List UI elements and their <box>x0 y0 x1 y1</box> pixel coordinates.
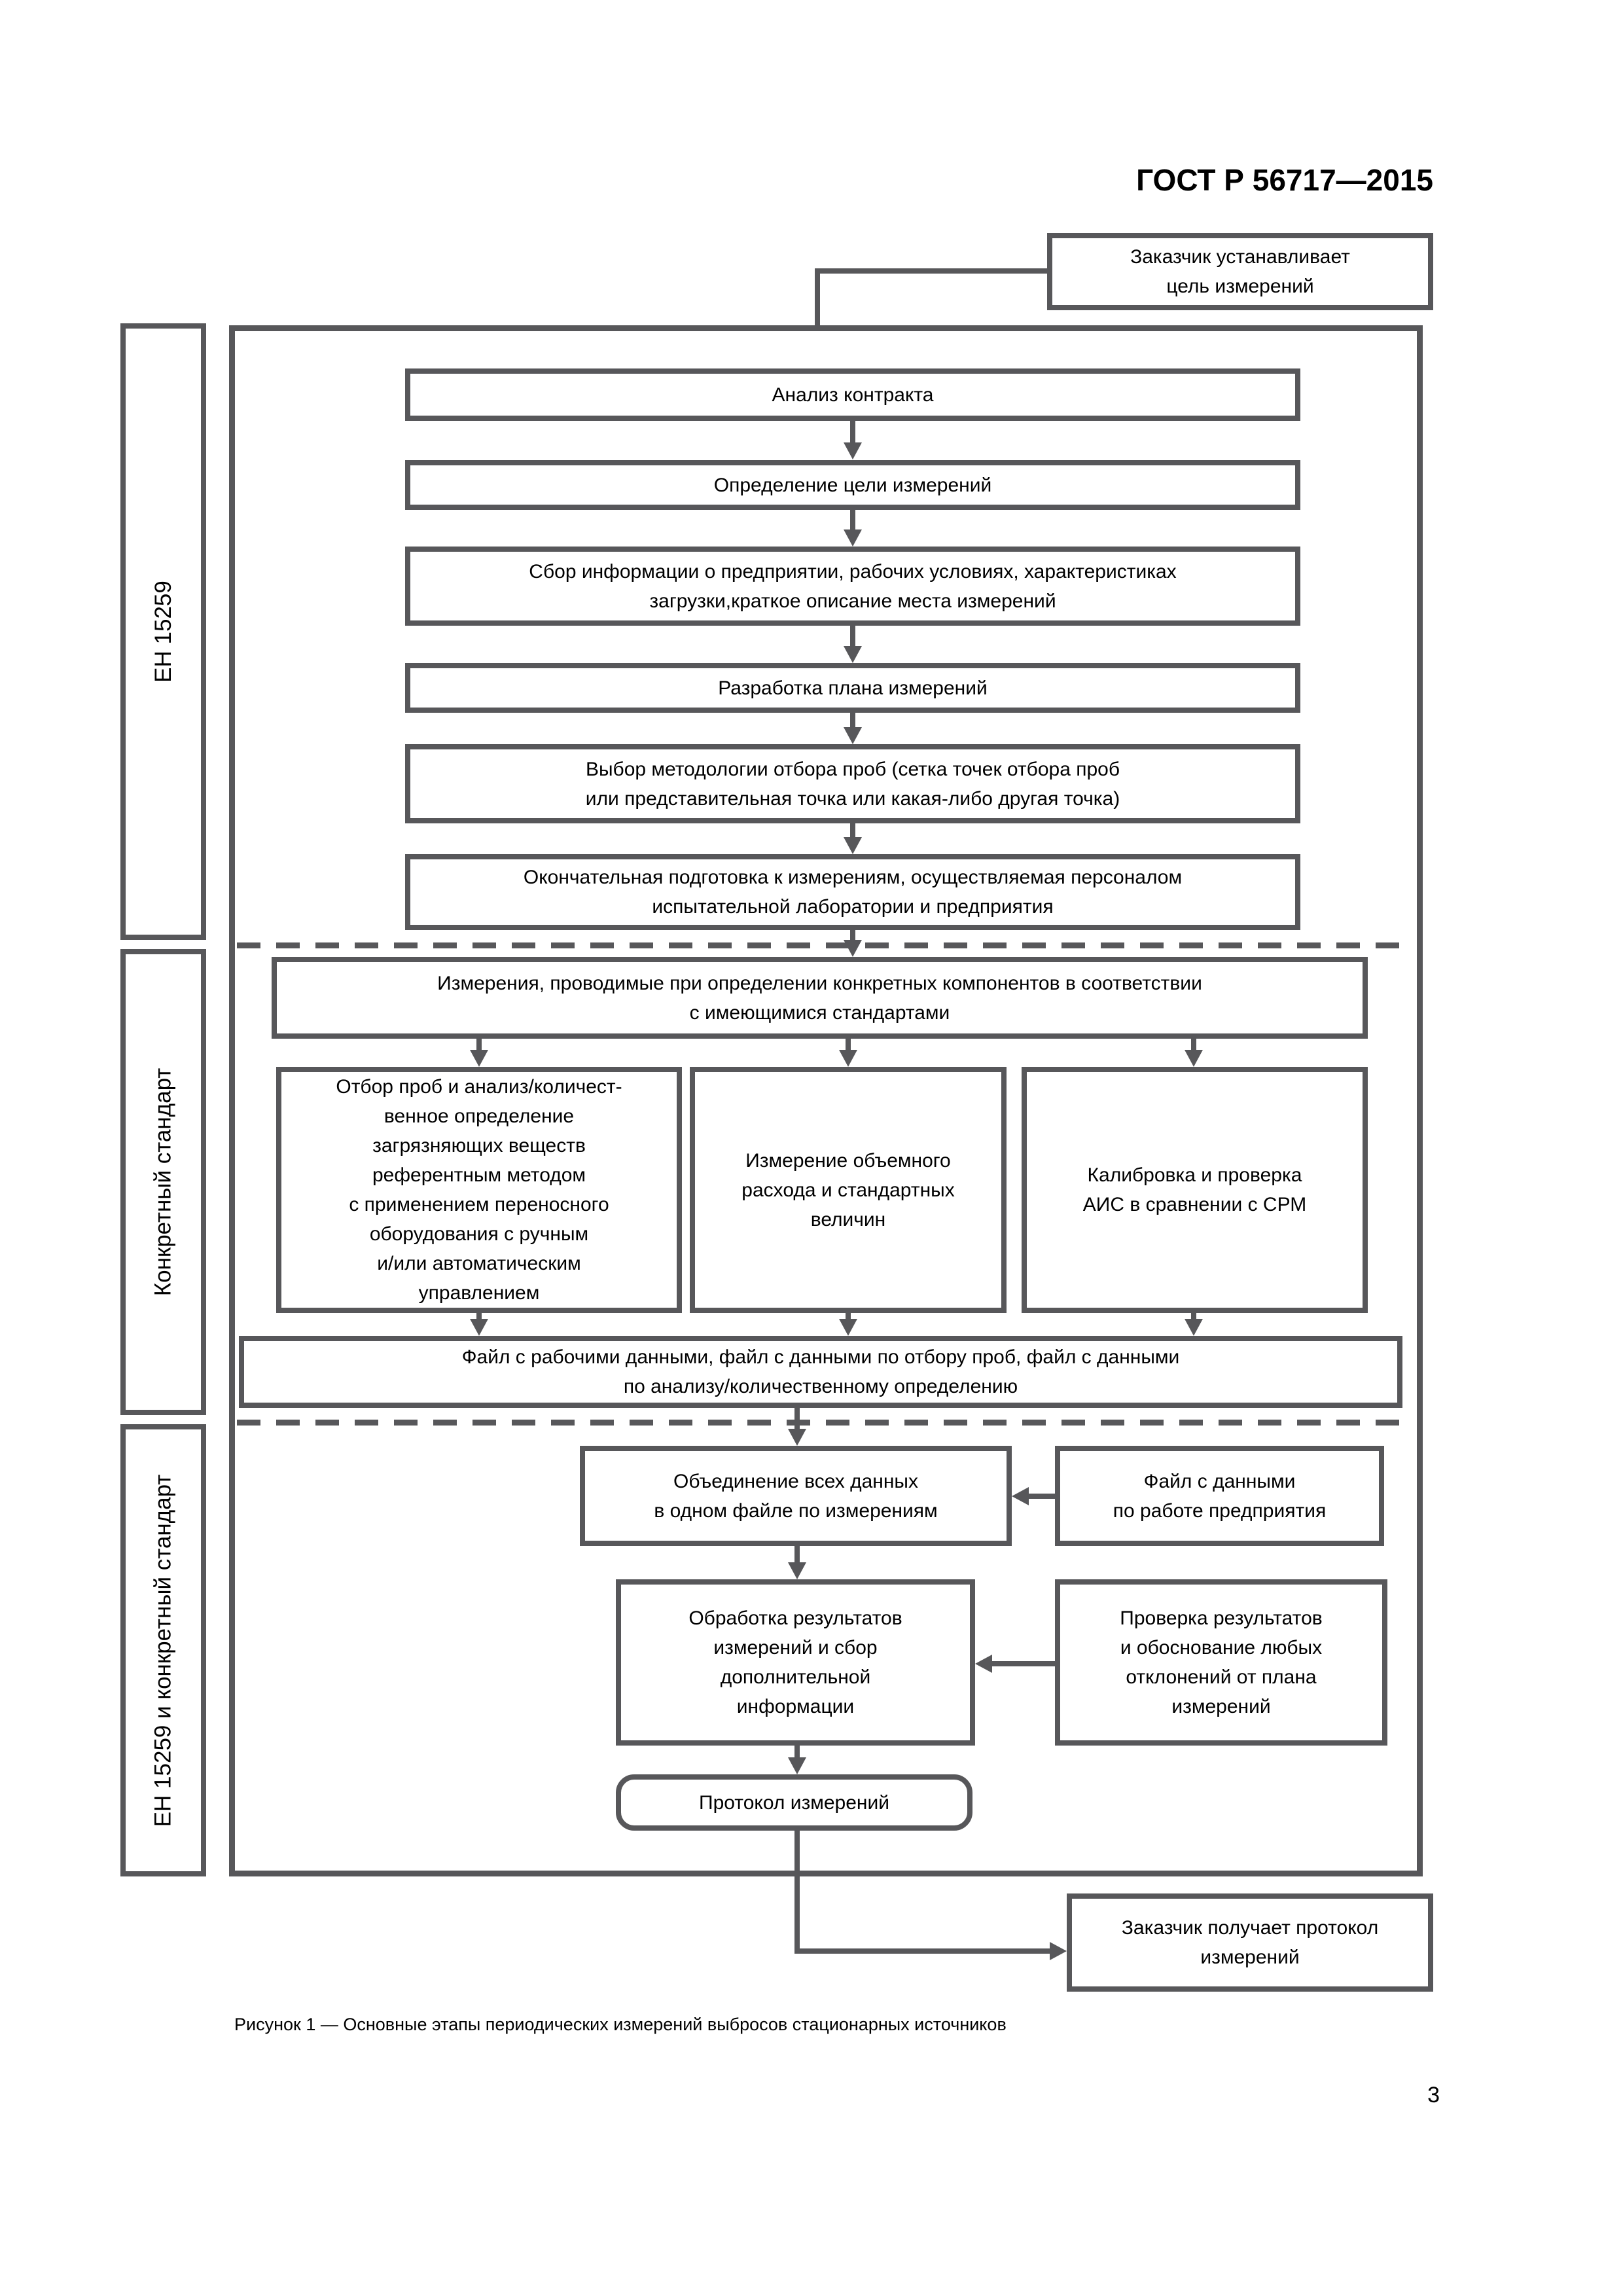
connector-top-vertical <box>815 268 820 331</box>
box-info-collection: Сбор информации о предприятии, рабочих у… <box>405 547 1300 626</box>
box-measurements: Измерения, проводимые при определении ко… <box>272 957 1368 1039</box>
box-sampling-analysis: Отбор проб и анализ/количест- венное опр… <box>276 1067 682 1313</box>
sidebar-section-en15259: ЕН 15259 <box>120 323 206 940</box>
connector-bottom-vertical <box>794 1831 800 1954</box>
sidebar-label-specific-standard: Конкретный стандарт <box>150 1067 176 1297</box>
dashed-separator-1 <box>237 942 1415 948</box>
box-calibration: Калибровка и проверка АИС в сравнении с … <box>1022 1067 1368 1313</box>
flowchart-frame <box>229 325 1423 1876</box>
box-methodology-selection: Выбор методологии отбора проб (сетка точ… <box>405 744 1300 823</box>
box-data-files: Файл с рабочими данными, файл с данными … <box>239 1336 1402 1408</box>
box-goal-definition: Определение цели измерений <box>405 460 1300 510</box>
box-results-verification: Проверка результатов и обоснование любых… <box>1055 1579 1387 1746</box>
page-number: 3 <box>1427 2083 1440 2108</box>
sidebar-label-en15259: ЕН 15259 <box>150 581 176 683</box>
connector-top-horizontal <box>815 268 1047 274</box>
sidebar-label-en15259-and-specific: ЕН 15259 и конкретный стандарт <box>150 1474 176 1827</box>
box-protocol: Протокол измерений <box>616 1774 972 1831</box>
box-data-merge: Объединение всех данных в одном файле по… <box>580 1446 1012 1546</box>
box-results-processing: Обработка результатов измерений и сбор д… <box>616 1579 975 1746</box>
dashed-separator-2 <box>237 1420 1415 1426</box>
sidebar-section-specific-standard: Конкретный стандарт <box>120 949 206 1415</box>
page-title: ГОСТ Р 56717—2015 <box>1136 163 1433 197</box>
box-customer-sets-goal: Заказчик устанавливает цель измерений <box>1047 233 1433 310</box>
box-final-preparation: Окончательная подготовка к измерениям, о… <box>405 854 1300 930</box>
box-contract-analysis: Анализ контракта <box>405 368 1300 421</box>
box-plant-data-file: Файл с данными по работе предприятия <box>1055 1446 1384 1546</box>
sidebar-section-en15259-and-specific: ЕН 15259 и конкретный стандарт <box>120 1424 206 1876</box>
box-volume-flow: Измерение объемного расхода и стандартны… <box>690 1067 1007 1313</box>
box-customer-receives: Заказчик получает протокол измерений <box>1067 1893 1433 1992</box>
figure-caption: Рисунок 1 — Основные этапы периодических… <box>234 2015 1007 2034</box>
box-plan-development: Разработка плана измерений <box>405 663 1300 713</box>
